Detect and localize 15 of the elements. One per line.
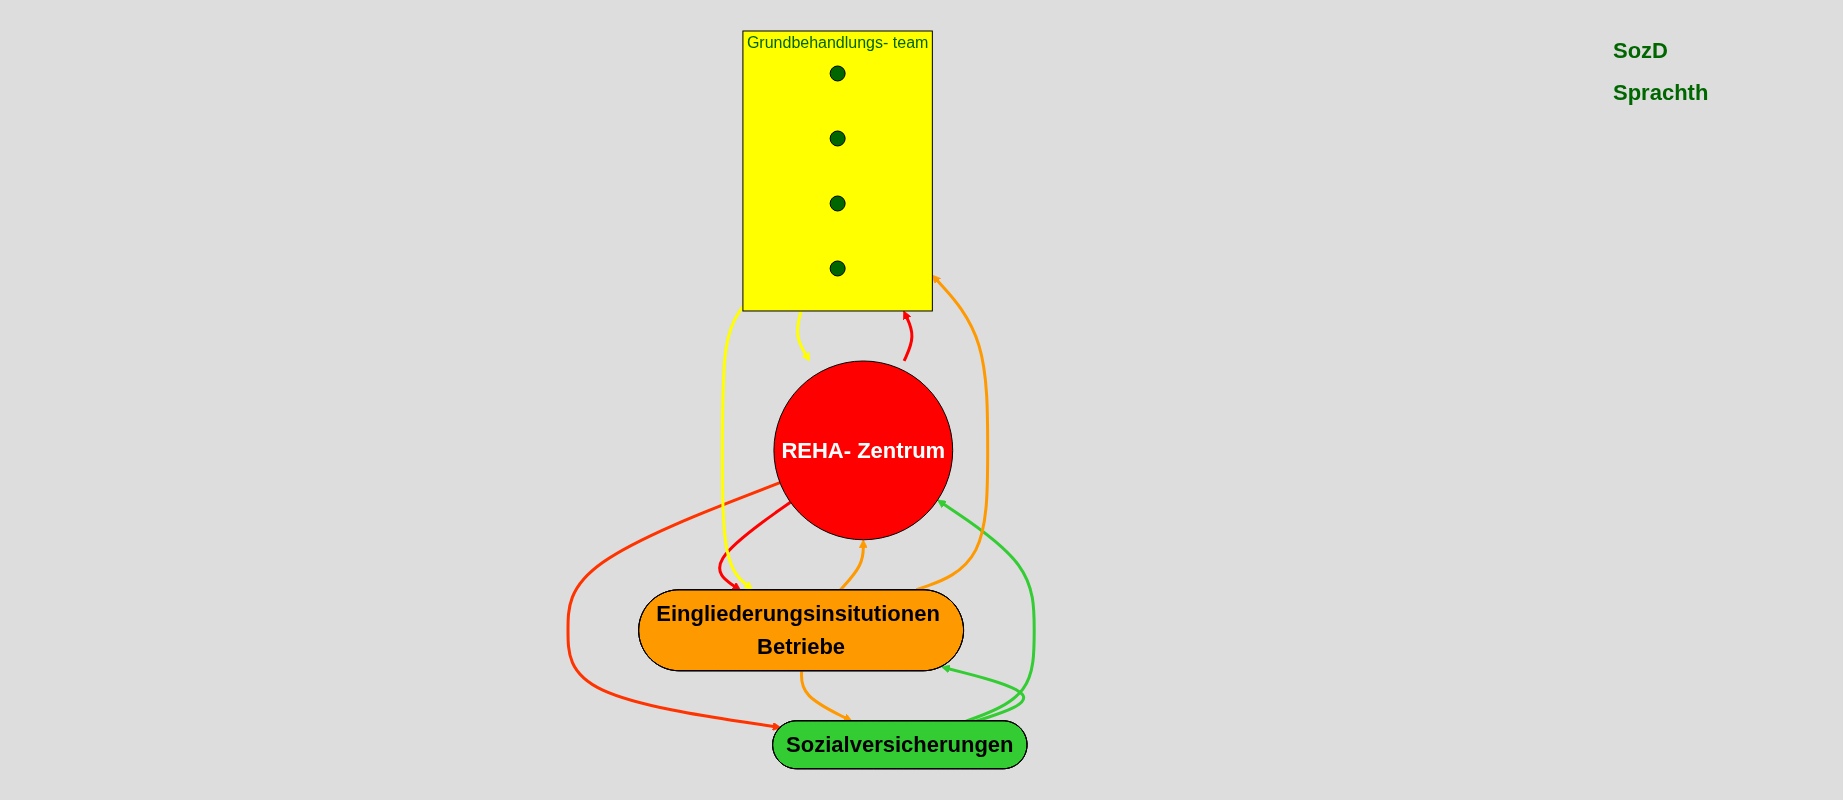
node-circle: [830, 260, 847, 277]
arrow: [800, 671, 853, 722]
arrow: [903, 310, 914, 362]
arrow: [721, 305, 754, 591]
arrow: [916, 274, 990, 592]
cluster: Grundbehandlungs- team: [742, 30, 934, 312]
node-circle: REHA- Zentrum: [773, 360, 954, 541]
team-member-label: Sprachth: [1613, 80, 1709, 106]
node-circle: [830, 130, 847, 147]
arrow: [796, 310, 811, 362]
team-member-label: SozD: [1613, 38, 1668, 64]
arrow: [566, 481, 782, 731]
node-circle: [830, 195, 847, 212]
node-circle: [830, 65, 847, 82]
arrow: [718, 501, 792, 591]
